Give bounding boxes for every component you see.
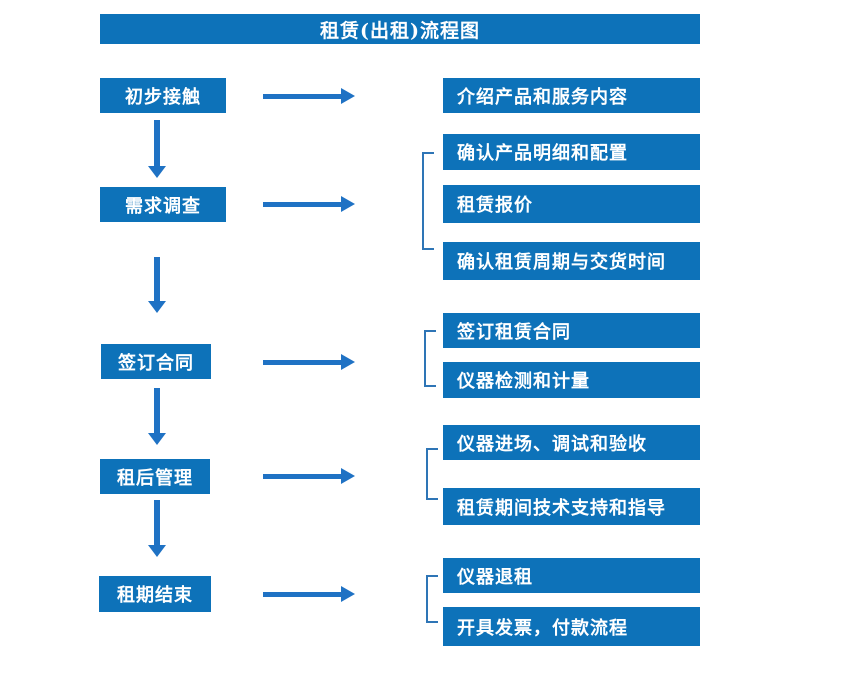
arrow-down-icon	[148, 500, 166, 557]
group-bracket	[426, 448, 438, 500]
arrow-down-icon	[148, 120, 166, 178]
detail-box-introduce-products: 介绍产品和服务内容	[443, 78, 700, 113]
detail-box-instrument-setup: 仪器进场、调试和验收	[443, 425, 700, 460]
stage-box-rental-end: 租期结束	[99, 576, 211, 612]
arrow-right-icon	[263, 354, 355, 370]
arrow-right-icon	[263, 88, 355, 104]
detail-box-sign-rental-contract: 签订租赁合同	[443, 313, 700, 348]
detail-box-confirm-period: 确认租赁周期与交货时间	[443, 242, 700, 280]
detail-box-instrument-return: 仪器退租	[443, 558, 700, 593]
group-bracket	[424, 330, 436, 387]
group-bracket	[426, 575, 438, 623]
detail-box-confirm-details: 确认产品明细和配置	[443, 134, 700, 170]
flowchart-title: 租赁(出租)流程图	[100, 14, 700, 44]
detail-box-invoice-payment: 开具发票，付款流程	[443, 607, 700, 646]
stage-box-sign-contract: 签订合同	[101, 344, 211, 379]
group-bracket	[422, 152, 434, 250]
stage-box-initial-contact: 初步接触	[100, 78, 226, 113]
detail-box-instrument-testing: 仪器检测和计量	[443, 362, 700, 398]
arrow-down-icon	[148, 257, 166, 313]
arrow-right-icon	[263, 196, 355, 212]
detail-box-rental-quote: 租赁报价	[443, 185, 700, 223]
detail-box-tech-support: 租赁期间技术支持和指导	[443, 488, 700, 525]
arrow-right-icon	[263, 468, 355, 484]
stage-box-demand-survey: 需求调查	[100, 187, 226, 222]
stage-box-post-rental: 租后管理	[100, 459, 210, 494]
arrow-down-icon	[148, 388, 166, 445]
arrow-right-icon	[263, 586, 355, 602]
